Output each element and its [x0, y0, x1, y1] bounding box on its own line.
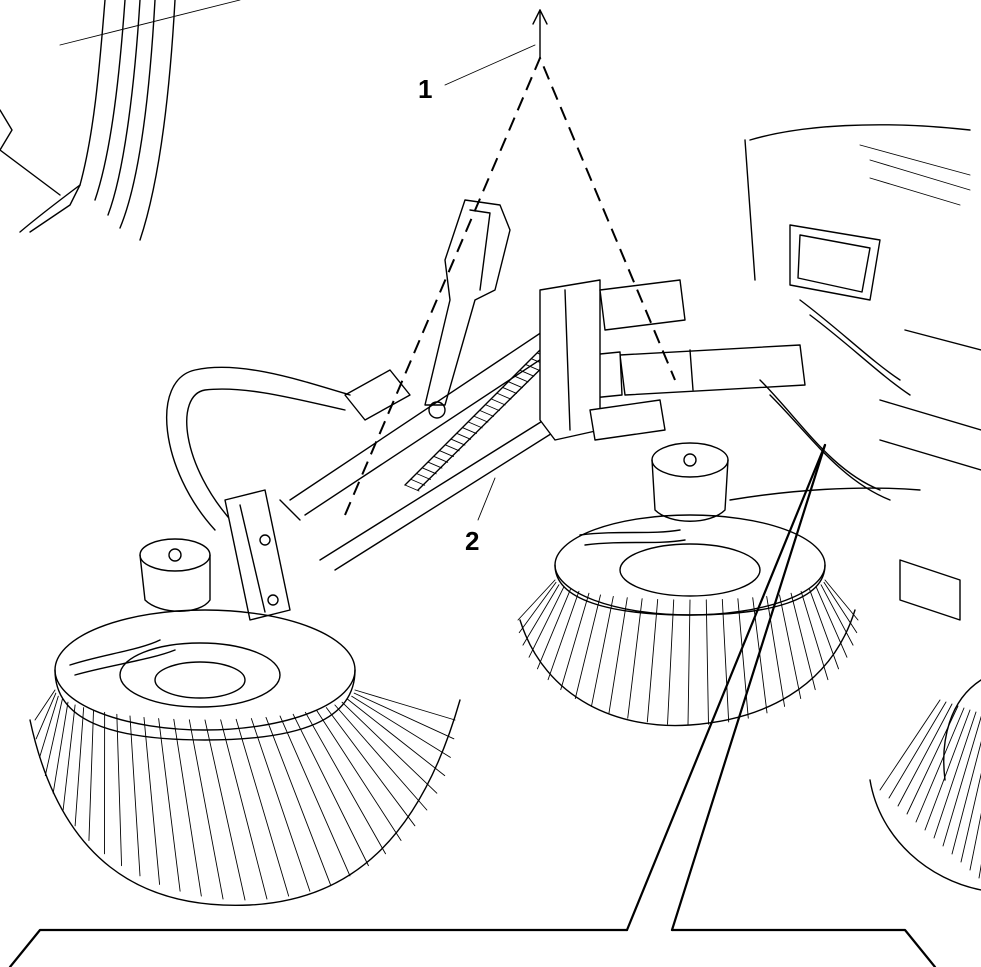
right-brush-motor — [579, 442, 729, 546]
right-hoses — [729, 299, 961, 621]
rear-brush-partial — [869, 679, 981, 891]
callout-1: 1 — [418, 74, 432, 104]
boom-arm — [279, 319, 571, 571]
left-brush — [29, 609, 461, 907]
right-brush — [517, 514, 859, 727]
lift-lever — [424, 199, 511, 419]
leader-lines — [444, 44, 536, 521]
left-brush-motor — [69, 489, 291, 676]
hydraulic-cylinder — [589, 344, 806, 399]
mirror — [789, 224, 881, 301]
callout-2: 2 — [465, 526, 479, 556]
lift-path-dashed — [344, 9, 676, 516]
vehicle-body-right — [744, 124, 981, 471]
detail-pointer — [8, 443, 937, 967]
mounting-bracket — [539, 279, 686, 441]
hydraulic-hose — [166, 366, 411, 531]
vehicle-body-panel — [0, 0, 241, 241]
